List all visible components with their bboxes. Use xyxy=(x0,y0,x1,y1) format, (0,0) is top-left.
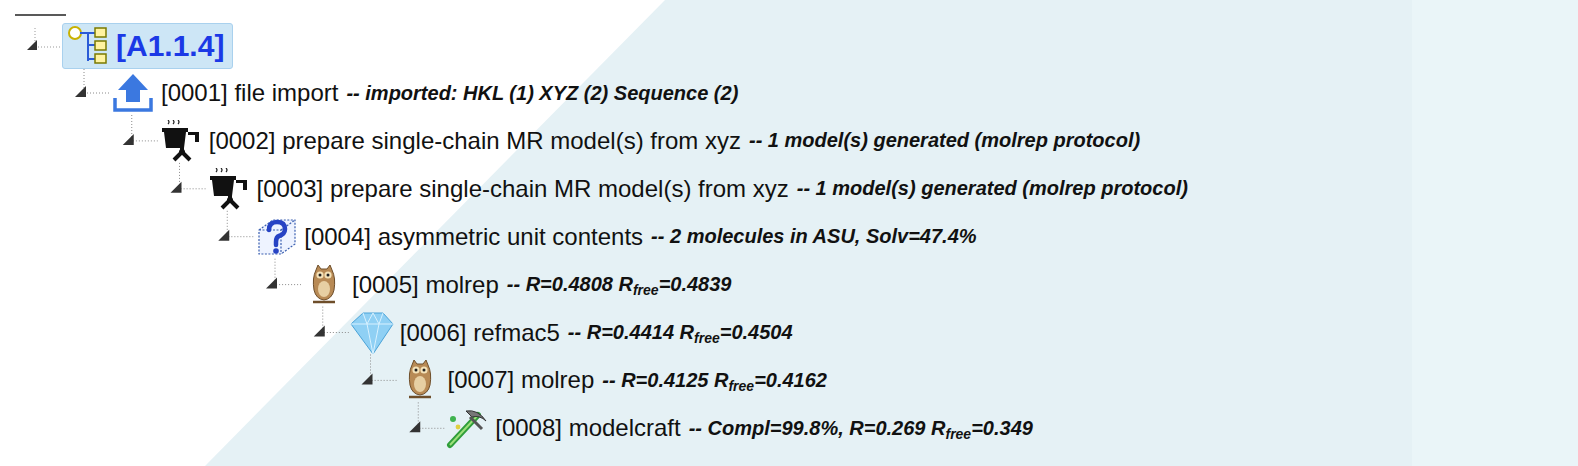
tree-connector xyxy=(227,211,253,237)
owl-icon xyxy=(397,359,443,401)
owl-icon xyxy=(301,264,347,306)
tree-toggle xyxy=(314,326,325,337)
tree-toggle xyxy=(218,230,229,241)
background-band xyxy=(1412,0,1578,466)
tree-connector xyxy=(84,69,110,93)
gem-icon xyxy=(349,310,395,356)
job-node: [0008] modelcraft -- Compl=99.8%, R=0.269… xyxy=(444,406,1033,450)
job-summary: -- R=0.4808 Rfree=0.4839 xyxy=(507,273,732,296)
kettle-icon xyxy=(206,168,252,210)
job-summary: -- Compl=99.8%, R=0.269 Rfree=0.349 xyxy=(689,417,1033,440)
background-band xyxy=(205,0,1578,466)
modelcraft-icon xyxy=(444,407,490,449)
job-title: [0004] asymmetric unit contents xyxy=(304,223,643,251)
job-node: [0001] file import -- imported: HKL (1) X… xyxy=(110,71,738,115)
tree-toggle xyxy=(266,278,277,289)
tree-toggle xyxy=(171,182,182,193)
tree-toggle xyxy=(362,373,373,384)
asu-icon xyxy=(253,216,299,258)
tree-connector xyxy=(180,163,206,189)
tree-toggle xyxy=(123,134,134,145)
tree-toggle xyxy=(27,40,37,50)
kettle-icon xyxy=(158,120,204,162)
tree-line xyxy=(35,47,62,48)
job-summary: -- imported: HKL (1) XYZ (2) Sequence (2… xyxy=(346,82,738,105)
job-title: [0008] modelcraft xyxy=(495,414,680,442)
job-summary: -- R=0.4414 Rfree=0.4504 xyxy=(568,321,793,344)
job-node: [0003] prepare single-chain MR model(s) … xyxy=(206,167,1188,211)
tree-toggle xyxy=(409,421,420,432)
job-title: [0006] refmac5 xyxy=(400,319,560,347)
project-node: [A1.1.4] xyxy=(62,23,233,69)
job-title: [0001] file import xyxy=(161,79,338,107)
tree-connector xyxy=(323,307,349,333)
job-summary: -- 1 model(s) generated (molrep protocol… xyxy=(749,129,1140,152)
project-icon xyxy=(66,25,112,67)
job-summary: -- 2 molecules in ASU, Solv=47.4% xyxy=(651,225,977,248)
job-title: [A1.1.4] xyxy=(116,29,224,63)
job-node: [0005] molrep -- R=0.4808 Rfree=0.4839 xyxy=(301,263,731,307)
job-title: [0005] molrep xyxy=(352,271,499,299)
import-icon xyxy=(110,72,156,114)
tree-connector xyxy=(132,115,158,141)
job-title: [0003] prepare single-chain MR model(s) … xyxy=(257,175,789,203)
tree-toggle xyxy=(75,86,86,97)
job-summary: -- 1 model(s) generated (molrep protocol… xyxy=(797,177,1188,200)
tree-connector xyxy=(418,402,444,428)
job-title: [0007] molrep xyxy=(448,366,595,394)
job-node: [0006] refmac5 -- R=0.4414 Rfree=0.4504 xyxy=(349,311,793,355)
job-title: [0002] prepare single-chain MR model(s) … xyxy=(209,127,741,155)
job-summary: -- R=0.4125 Rfree=0.4162 xyxy=(602,369,827,392)
job-node: [0007] molrep -- R=0.4125 Rfree=0.4162 xyxy=(397,358,827,402)
tree-connector xyxy=(275,259,301,285)
tree-connector xyxy=(371,355,397,381)
job-node: [0002] prepare single-chain MR model(s) … xyxy=(158,119,1140,163)
top-rule xyxy=(15,14,66,16)
job-node: [0004] asymmetric unit contents -- 2 mole… xyxy=(253,215,976,259)
